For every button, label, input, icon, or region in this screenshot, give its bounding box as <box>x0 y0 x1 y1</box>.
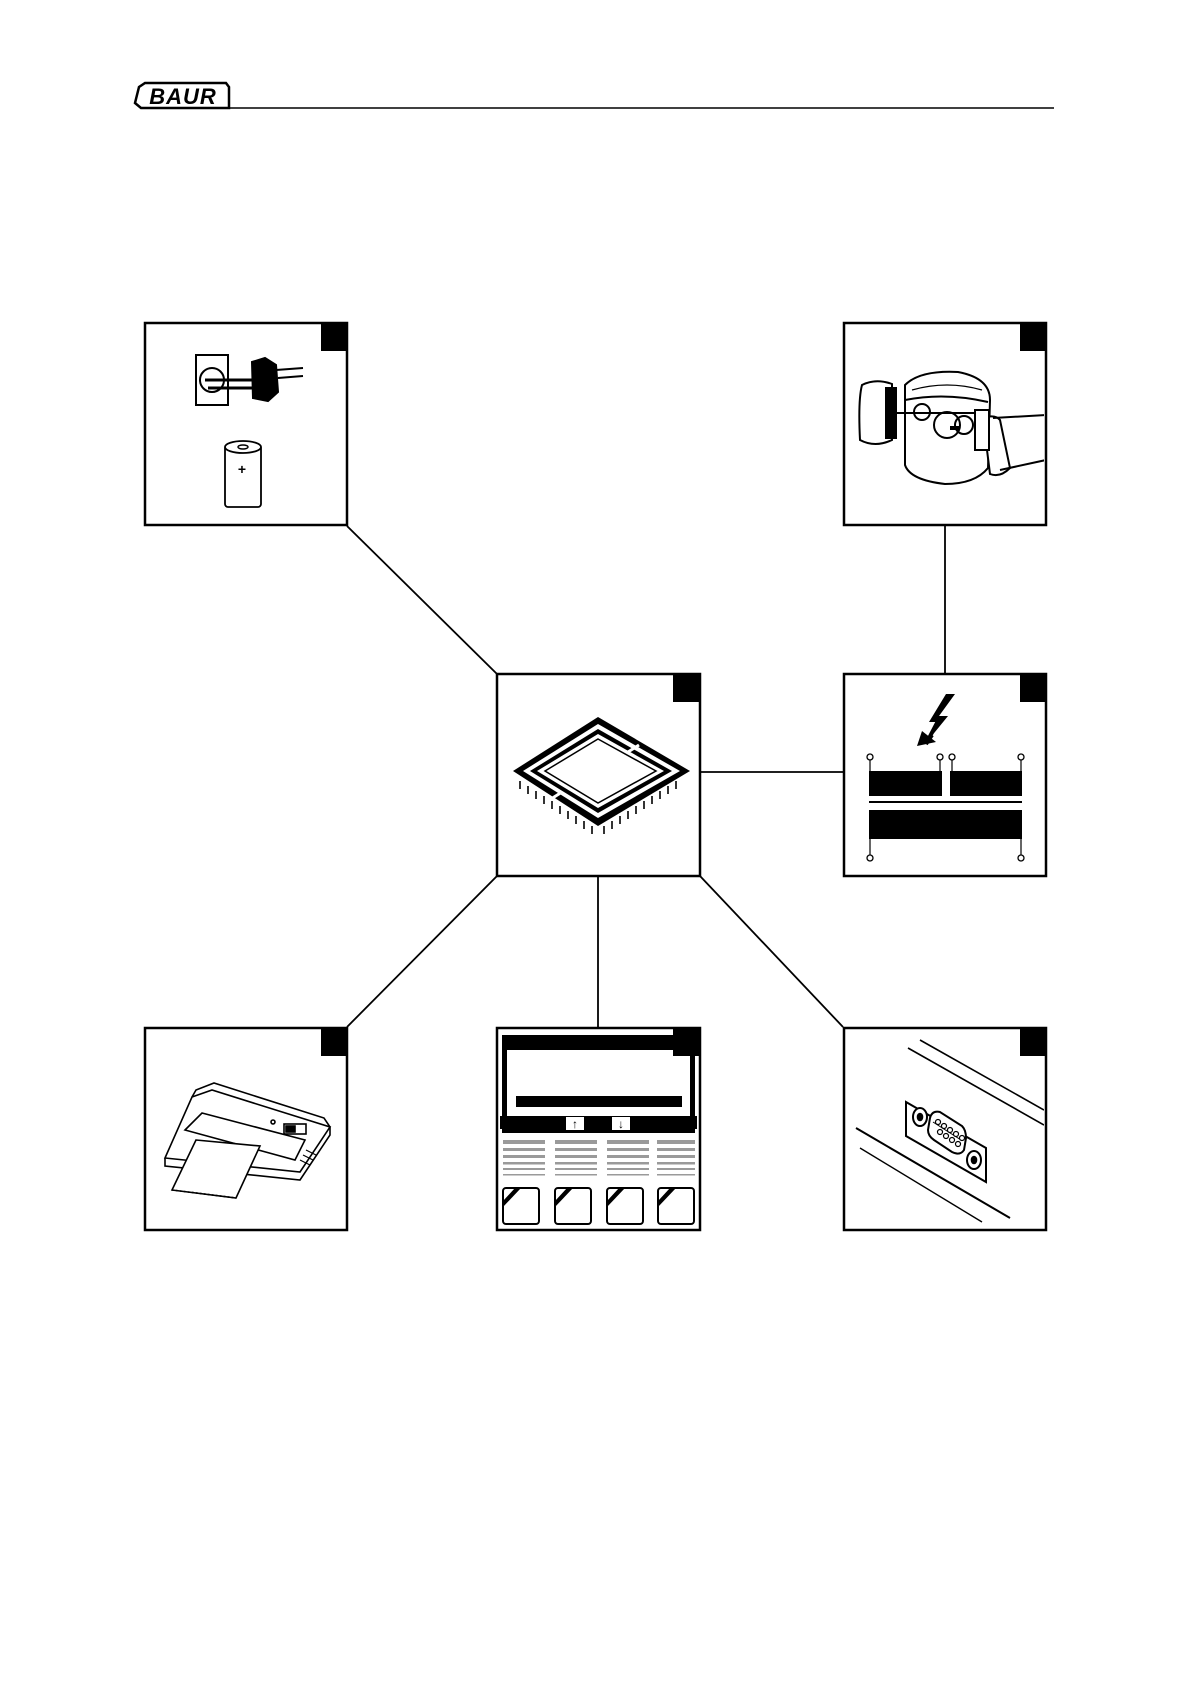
corner-marker <box>673 1029 699 1056</box>
corner-marker <box>1020 675 1045 702</box>
line-chip-to-serial <box>700 876 843 1027</box>
block-hv-electrodes <box>844 674 1046 876</box>
corner-marker <box>673 675 699 702</box>
corner-marker <box>321 1029 346 1056</box>
block-display-keypad: ↑ ↓ <box>497 1028 700 1230</box>
corner-marker <box>1020 1029 1045 1056</box>
battery-icon: + <box>225 441 261 507</box>
block-power-supply: + <box>145 323 347 525</box>
block-test-cell <box>844 323 1046 525</box>
softkey-1[interactable] <box>503 1188 539 1224</box>
line-chip-to-printer <box>347 876 497 1027</box>
line-power-to-chip <box>347 526 497 674</box>
arrow-key-up[interactable]: ↑ <box>566 1117 584 1131</box>
softkey-4[interactable] <box>658 1188 694 1224</box>
arrow-key-down[interactable]: ↓ <box>612 1117 630 1131</box>
logo-text: BAUR <box>149 84 217 109</box>
up-arrow-icon: ↑ <box>572 1117 578 1131</box>
block-serial-interface <box>844 1028 1046 1230</box>
brand-logo: BAUR <box>135 83 229 109</box>
softkey-3[interactable] <box>607 1188 643 1224</box>
battery-polarity-label: + <box>238 461 246 477</box>
block-microprocessor <box>497 674 700 876</box>
lcd-display-icon <box>500 1035 697 1133</box>
softkey-2[interactable] <box>555 1188 591 1224</box>
corner-marker <box>1020 324 1045 351</box>
corner-marker <box>321 324 346 351</box>
block-printer <box>12 1028 347 1230</box>
down-arrow-icon: ↓ <box>618 1117 624 1131</box>
